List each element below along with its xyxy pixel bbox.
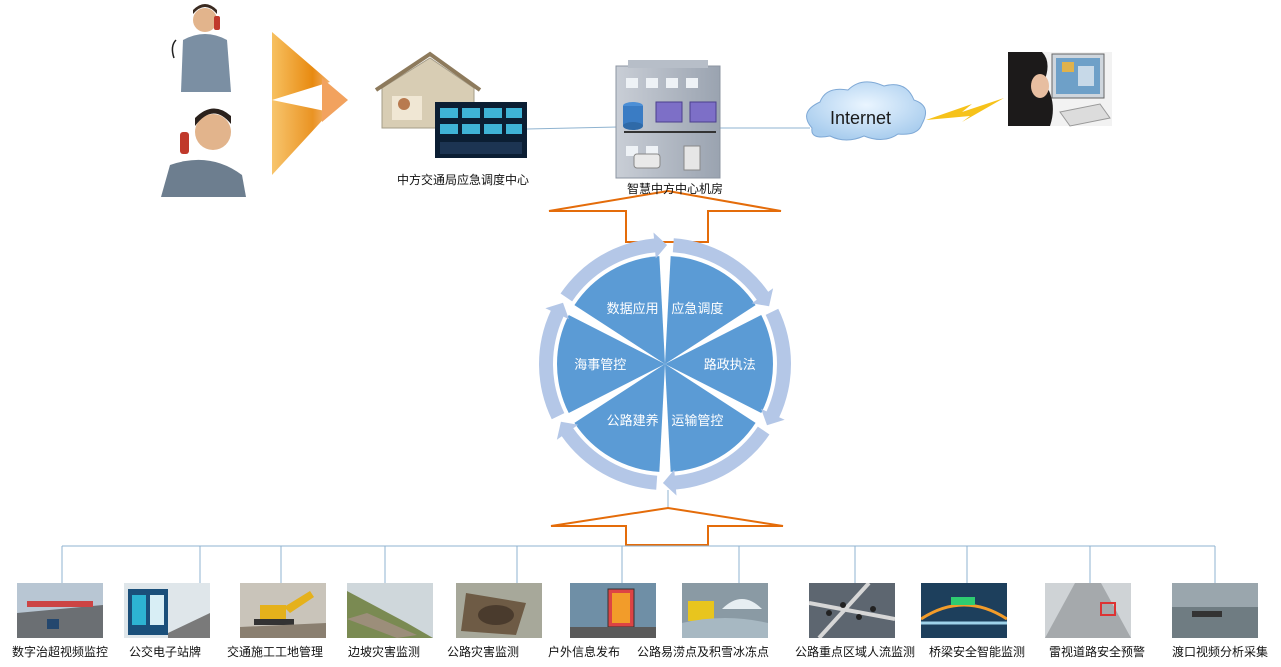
lightning-icon — [926, 98, 1004, 122]
cycle-arrow-3 — [662, 426, 770, 496]
cycle-label-5: 海事管控 — [574, 358, 626, 373]
dispatch-center-icon — [374, 51, 527, 158]
cycle-segment-5 — [557, 314, 665, 414]
cycle-arrow-6 — [560, 232, 668, 302]
cycle-arrow-5 — [538, 302, 569, 420]
cycle-arrow-4 — [556, 421, 658, 490]
leaf-photo-bridge-safety — [921, 583, 1007, 638]
distribution-bus — [61, 545, 1216, 583]
cycle-label-1: 应急调度 — [671, 301, 723, 317]
leaf-label-bridge-safety: 桥梁安全智能监测 — [928, 645, 1026, 659]
leaf-photo-crowd-monitoring — [809, 583, 895, 638]
leaf-photo-bus-stop — [124, 583, 210, 638]
cycle-segment-6 — [574, 256, 665, 364]
leaf-label-bus-stop: 公交电子站牌 — [128, 645, 202, 659]
cycle-segment-4 — [574, 364, 665, 472]
signal-cone-icon — [272, 32, 348, 175]
leaf-label-flood-point: 公路易涝点及积雪冰冻点 — [636, 645, 770, 659]
cycle-segment-2 — [665, 314, 773, 414]
leaf-photo-overload-monitoring — [17, 583, 103, 638]
leaf-photo-construction-site — [240, 583, 326, 638]
cycle-label-2: 路政执法 — [704, 357, 756, 373]
leaf-photo-road-disaster — [456, 583, 542, 638]
cycle-arrow-2 — [761, 308, 792, 426]
leaf-label-construction-site: 交通施工工地管理 — [226, 645, 324, 659]
link-dispatch-server — [526, 126, 619, 130]
leaf-label-slope-hazard: 边坡灾害监测 — [347, 645, 421, 659]
computer-user-icon — [1008, 52, 1112, 127]
leaf-photo-flood-point — [682, 583, 768, 638]
leaf-photo-outdoor-display — [570, 583, 656, 638]
leaf-photo-slope-hazard — [347, 583, 433, 638]
leaf-label-ferry-video: 渡口视频分析采集 — [1171, 645, 1269, 659]
up-arrow-top — [548, 189, 782, 243]
leaf-label-radar-video-warning: 雷视道路安全预警 — [1048, 645, 1146, 659]
leaf-label-road-disaster: 公路灾害监测 — [446, 645, 520, 659]
cloud-icon: Internet — [806, 81, 927, 141]
server-building-icon — [615, 60, 721, 179]
internet-label: Internet — [830, 108, 891, 128]
cycle-label-6: 数据应用 — [607, 301, 659, 317]
leaf-label-outdoor-display: 户外信息发布 — [547, 645, 621, 659]
leaf-label-crowd-monitoring: 公路重点区域人流监测 — [794, 645, 916, 659]
dispatch-center-label: 中方交通局应急调度中心 — [397, 173, 530, 187]
cycle-label-3: 运输管控 — [671, 413, 723, 429]
cycle-segment-3 — [665, 364, 756, 472]
up-arrow-bottom — [550, 506, 784, 546]
leaf-label-overload-monitoring: 数字治超视频监控 — [11, 645, 109, 659]
leaf-photo-radar-video-warning — [1045, 583, 1131, 638]
cycle-label-4: 公路建养 — [607, 413, 659, 429]
server-room-label: 智慧中方中心机房 — [627, 182, 724, 196]
cycle-arrow-1 — [672, 238, 774, 307]
phone-man-icon — [171, 4, 231, 92]
cycle-segment-1 — [665, 256, 756, 364]
leaf-photo-ferry-video — [1172, 583, 1258, 638]
phone-man-2-icon — [161, 108, 246, 197]
